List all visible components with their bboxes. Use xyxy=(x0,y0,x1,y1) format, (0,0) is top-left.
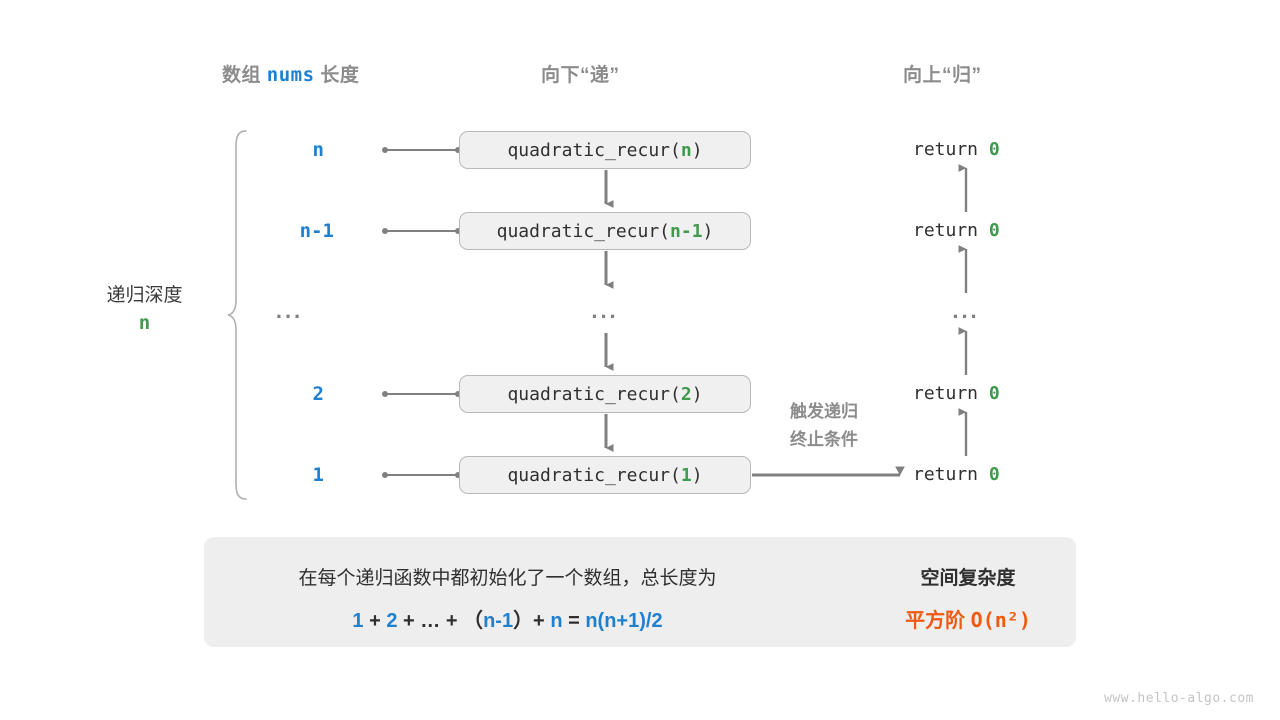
call-prefix: quadratic_recur( xyxy=(496,221,671,242)
call-prefix: quadratic_recur( xyxy=(507,140,681,161)
formula-term-5: n(n+1)/2 xyxy=(585,610,663,632)
return-keyword: return xyxy=(913,383,989,404)
return-keyword: return xyxy=(913,464,989,485)
length-connector-dots xyxy=(382,147,461,478)
summary-panel xyxy=(204,537,1076,647)
formula-op-1: + xyxy=(363,610,387,632)
return-value: 0 xyxy=(988,383,1000,404)
return-keyword: return xyxy=(913,139,989,160)
header-array-suffix: 长度 xyxy=(314,65,360,86)
header-array-prefix: 数组 xyxy=(222,65,267,86)
call-suffix: ) xyxy=(691,465,703,486)
call-prefix: quadratic_recur( xyxy=(507,465,681,486)
recursion-depth-text: 递归深度 xyxy=(106,285,183,306)
array-length-4: 1 xyxy=(312,464,324,486)
space-complexity-cn: 平方阶 xyxy=(905,610,971,632)
formula-term-4: n xyxy=(550,610,563,632)
array-length-1: n-1 xyxy=(299,220,334,242)
call-prefix: quadratic_recur( xyxy=(507,384,681,405)
call-suffix: ) xyxy=(691,384,703,405)
return-value: 0 xyxy=(988,464,1000,485)
return-label-4: return 0 xyxy=(913,464,1000,485)
summary-formula: 1 + 2 + … + （n-1）+ n = n(n+1)/2 xyxy=(225,604,790,633)
header-descend: 向下“递” xyxy=(541,65,620,86)
formula-op-4: = xyxy=(562,610,586,632)
call-box-n[interactable]: quadratic_recur(n) xyxy=(459,131,751,169)
base-case-note-line1: 触发递归 xyxy=(790,402,858,421)
call-box-1[interactable]: quadratic_recur(1) xyxy=(459,456,751,494)
call-arg: 2 xyxy=(680,384,692,405)
return-ellipsis: ... xyxy=(952,298,980,323)
call-box-ellipsis: ... xyxy=(591,298,619,323)
formula-op-3: ）+ xyxy=(513,610,551,632)
call-arg: n-1 xyxy=(670,221,703,242)
recursion-depth-value: n xyxy=(138,311,151,334)
header-array-length: 数组 nums 长度 xyxy=(222,60,359,87)
depth-brace xyxy=(227,130,247,500)
return-label-1: return 0 xyxy=(913,220,1000,241)
return-keyword: return xyxy=(913,220,989,241)
call-box-n-minus-1[interactable]: quadratic_recur(n-1) xyxy=(459,212,751,250)
call-arg: n xyxy=(680,140,692,161)
call-suffix: ) xyxy=(691,140,703,161)
formula-term-3: n-1 xyxy=(483,610,514,632)
array-length-3: 2 xyxy=(312,383,324,405)
return-value: 0 xyxy=(988,139,1000,160)
header-array-nums: nums xyxy=(266,64,315,86)
array-length-0: n xyxy=(312,139,324,161)
space-complexity-bigo: O(n²) xyxy=(970,608,1031,632)
call-arg: 1 xyxy=(680,465,692,486)
base-case-note: 触发递归 终止条件 xyxy=(762,398,886,454)
call-box-2[interactable]: quadratic_recur(2) xyxy=(459,375,751,413)
base-case-note-line2: 终止条件 xyxy=(790,430,858,450)
return-label-3: return 0 xyxy=(913,383,1000,404)
formula-term-1: 1 xyxy=(352,610,364,632)
header-ascend: 向上“归” xyxy=(903,65,982,86)
recursion-depth-label: 递归深度 n xyxy=(92,282,197,337)
length-connectors xyxy=(385,149,458,476)
summary-description: 在每个递归函数中都初始化了一个数组，总长度为 xyxy=(298,568,717,589)
space-complexity-value: 平方阶 O(n²) xyxy=(868,604,1068,633)
formula-term-2: 2 xyxy=(386,610,398,632)
space-complexity-title: 空间复杂度 xyxy=(920,568,1016,589)
watermark: www.hello-algo.com xyxy=(1104,691,1254,706)
formula-op-2: + … + （ xyxy=(397,610,484,632)
array-length-ellipsis: ... xyxy=(275,298,304,323)
return-value: 0 xyxy=(988,220,1000,241)
call-suffix: ) xyxy=(702,221,714,242)
return-label-0: return 0 xyxy=(913,139,1000,160)
